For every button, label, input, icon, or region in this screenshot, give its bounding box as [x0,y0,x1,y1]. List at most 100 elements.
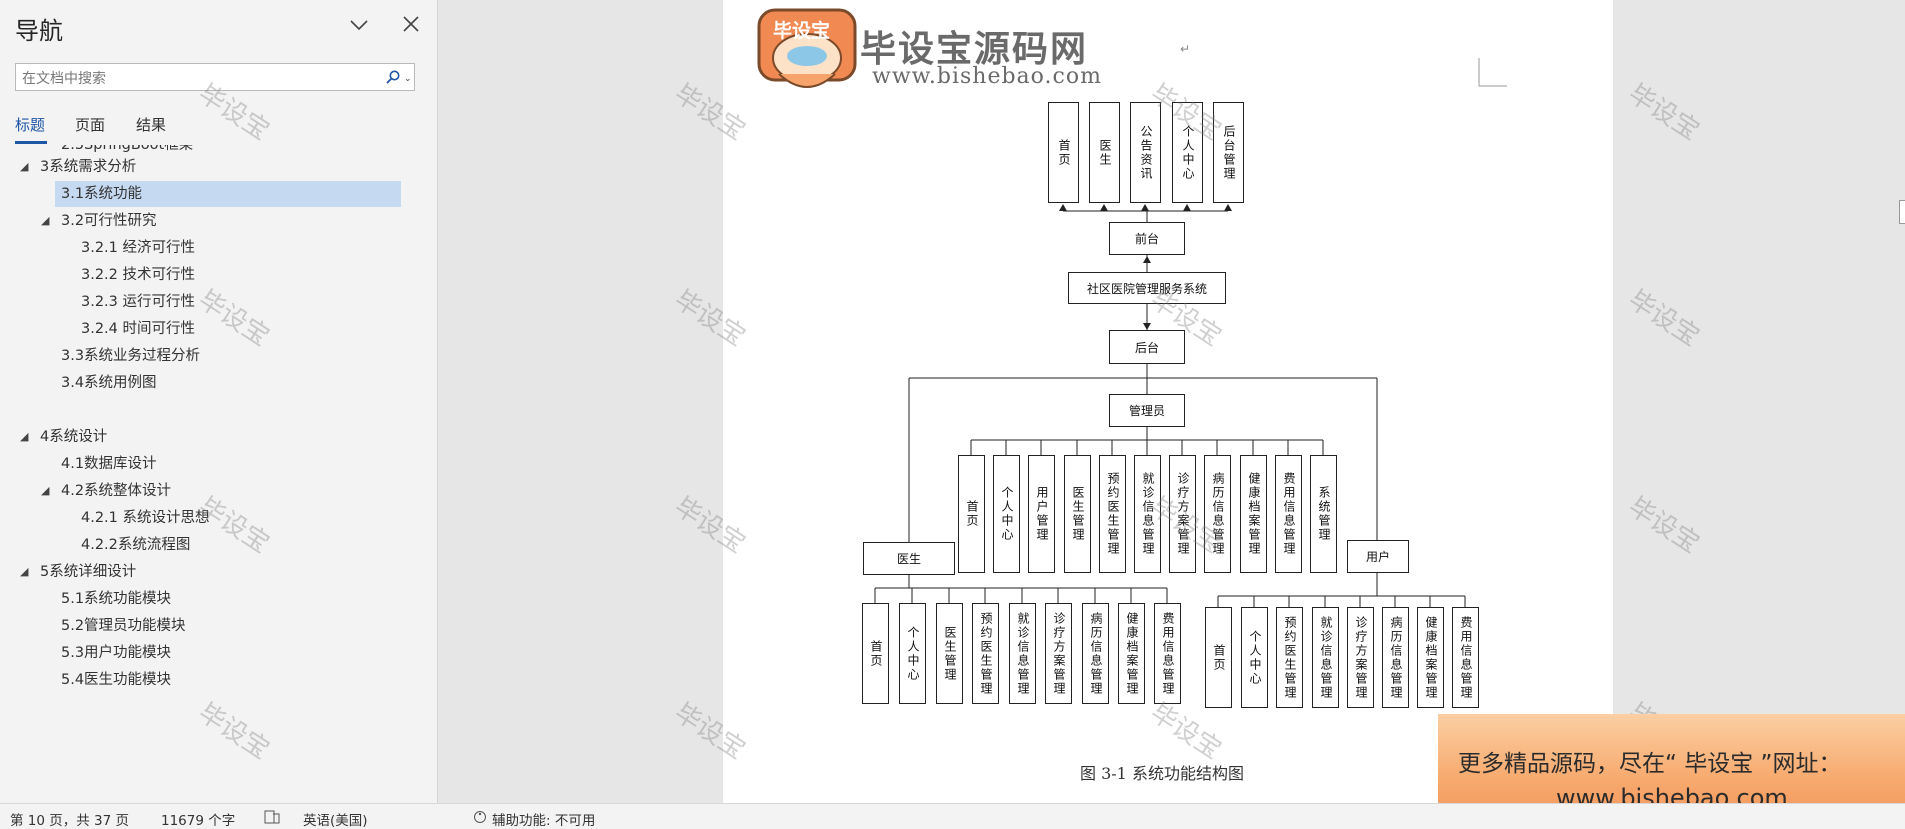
diagram-node-admin-module: 健康档案管理 [1240,455,1267,573]
diagram-node-user-module: 就诊信息管理 [1312,607,1339,708]
collapse-triangle-icon[interactable]: ◢ [20,565,29,578]
diagram-node-user-module: 病历信息管理 [1382,607,1409,708]
collapse-triangle-icon[interactable]: ◢ [20,430,29,443]
nav-heading-item[interactable]: 2.5SpringBoot框架 [61,145,194,153]
nav-heading-item[interactable]: 4系统设计 [40,429,108,445]
page-corner-mark [1478,58,1507,87]
arrow-head [1143,256,1151,263]
diagram-node-doctor-module: 首页 [862,603,889,704]
diagram-node-doctor-module: 病历信息管理 [1082,603,1109,704]
logo-name: 毕设宝源码网 [860,29,1089,70]
paragraph-mark: ↵ [1180,42,1191,56]
diagram-node-front-module: 公告资讯 [1130,102,1161,203]
bishebao-logo-icon [757,8,857,88]
arrow-head [1224,204,1232,211]
diagram-node-doctor-module: 个人中心 [899,603,926,704]
diagram-node-doctor-module: 预约医生管理 [972,603,999,704]
nav-heading-item[interactable]: 4.1数据库设计 [61,456,157,472]
diagram-node-doctor-module: 就诊信息管理 [1009,603,1036,704]
diagram-node-user-module: 诊疗方案管理 [1347,607,1374,708]
nav-heading-item[interactable]: 3.2可行性研究 [61,213,157,229]
proofing-icon[interactable] [264,810,280,824]
search-options-chevron-icon[interactable]: ⌄ [404,74,412,84]
page-count[interactable]: 第 10 页，共 37 页 [10,813,130,829]
diagram-node-frontend: 前台 [1109,222,1185,255]
collapse-triangle-icon[interactable]: ◢ [20,160,29,173]
diagram-node-front-module: 医生 [1089,102,1120,203]
diagram-node-doctor: 医生 [863,542,955,575]
diagram-node-doctor-module: 诊疗方案管理 [1045,603,1072,704]
nav-heading-item[interactable]: 5.2管理员功能模块 [61,618,186,634]
diagram-node-admin-module: 病历信息管理 [1204,455,1231,573]
diagram-node-admin-module: 预约医生管理 [1099,455,1126,573]
nav-heading-item[interactable]: 3.2.4 时间可行性 [81,321,196,337]
logo-badge-text: 毕设宝 [773,20,831,42]
nav-heading-item[interactable]: 3系统需求分析 [40,159,137,175]
nav-heading-item[interactable]: 3.2.1 经济可行性 [81,240,196,256]
logo-url: www.bishebao.com [872,64,1102,89]
diagram-node-user-module: 个人中心 [1241,607,1268,708]
diagram-node-front-module: 首页 [1048,102,1079,203]
diagram-node-user-module: 首页 [1205,607,1232,708]
arrow-head [1059,204,1067,211]
nav-heading-item[interactable]: 3.3系统业务过程分析 [61,348,201,364]
nav-heading-item[interactable]: 4.2.2系统流程图 [81,537,191,553]
arrow-head [1183,204,1191,211]
nav-heading-item[interactable]: 5系统详细设计 [40,564,137,580]
diagram-node-admin-module: 医生管理 [1064,455,1091,573]
diagram-node-doctor-module: 费用信息管理 [1154,603,1181,704]
accessibility-status[interactable]: 辅助功能: 不可用 [492,813,596,829]
nav-heading-item[interactable]: 5.1系统功能模块 [61,591,172,607]
search-box[interactable]: 在文档中搜索 ⌄ [15,63,415,91]
diagram-node-backend: 后台 [1109,330,1185,364]
selected-heading-highlight [55,181,401,207]
diagram-node-admin-module: 个人中心 [993,455,1020,573]
nav-heading-item[interactable]: 3.2.3 运行可行性 [81,294,196,310]
arrow-head [1143,323,1151,330]
diagram-node-user: 用户 [1347,540,1409,573]
nav-heading-item[interactable]: 3.1系统功能 [61,186,143,202]
status-bar: 第 10 页，共 37 页 11679 个字 英语(美国) 辅助功能: 不可用 [0,803,1905,829]
nav-heading-item[interactable]: 3.4系统用例图 [61,375,157,391]
chevron-down-icon[interactable] [348,16,370,34]
diagram-node-admin-module: 费用信息管理 [1275,455,1302,573]
tab-results[interactable]: 结果 [136,116,167,134]
nav-title: 导航 [15,17,63,45]
tab-headings[interactable]: 标题 [15,116,46,134]
language-indicator[interactable]: 英语(美国) [303,813,368,829]
heading-tree: 2.5SpringBoot框架 3系统需求分析 ◢ 3.1系统功能 3.2可行性研究 ◢ 3… [0,145,437,745]
navigation-pane: 导航 在文档中搜索 ⌄ 标题 页面 结果 2.5SpringBoot框架 3系统需… [0,0,438,803]
nav-heading-item[interactable]: 5.4医生功能模块 [61,672,172,688]
active-tab-indicator [15,141,47,144]
word-count[interactable]: 11679 个字 [161,813,236,829]
diagram-node-root: 社区医院管理服务系统 [1068,272,1226,304]
scrollbar-thumb[interactable] [1899,200,1905,224]
nav-heading-item[interactable]: 4.2.1 系统设计思想 [81,510,210,526]
diagram-node-user-module: 健康档案管理 [1417,607,1444,708]
collapse-triangle-icon[interactable]: ◢ [41,484,50,497]
diagram-node-admin-module: 系统管理 [1310,455,1337,573]
diagram-node-front-module: 个人中心 [1172,102,1203,203]
diagram-node-user-module: 费用信息管理 [1452,607,1479,708]
diagram-node-admin: 管理员 [1109,394,1185,427]
tab-pages[interactable]: 页面 [75,116,106,134]
diagram-node-admin-module: 就诊信息管理 [1134,455,1161,573]
nav-heading-item[interactable]: 4.2系统整体设计 [61,483,172,499]
diagram-node-admin-module: 首页 [958,455,985,573]
close-icon[interactable] [402,15,420,33]
arrow-head [1100,204,1108,211]
collapse-triangle-icon[interactable]: ◢ [41,214,50,227]
arrow-head [1141,204,1149,211]
search-input[interactable]: 在文档中搜索 [22,71,106,87]
search-icon[interactable] [385,69,401,85]
diagram-node-admin-module: 诊疗方案管理 [1169,455,1196,573]
nav-heading-item[interactable]: 5.3用户功能模块 [61,645,172,661]
diagram-node-user-module: 预约医生管理 [1276,607,1303,708]
accessibility-icon[interactable] [472,810,488,824]
diagram-node-doctor-module: 健康档案管理 [1118,603,1145,704]
figure-caption: 图 3-1 系统功能结构图 [1080,764,1244,783]
diagram-node-admin-module: 用户管理 [1028,455,1055,573]
nav-heading-item[interactable]: 3.2.2 技术可行性 [81,267,196,283]
diagram-node-front-module: 后台管理 [1213,102,1244,203]
